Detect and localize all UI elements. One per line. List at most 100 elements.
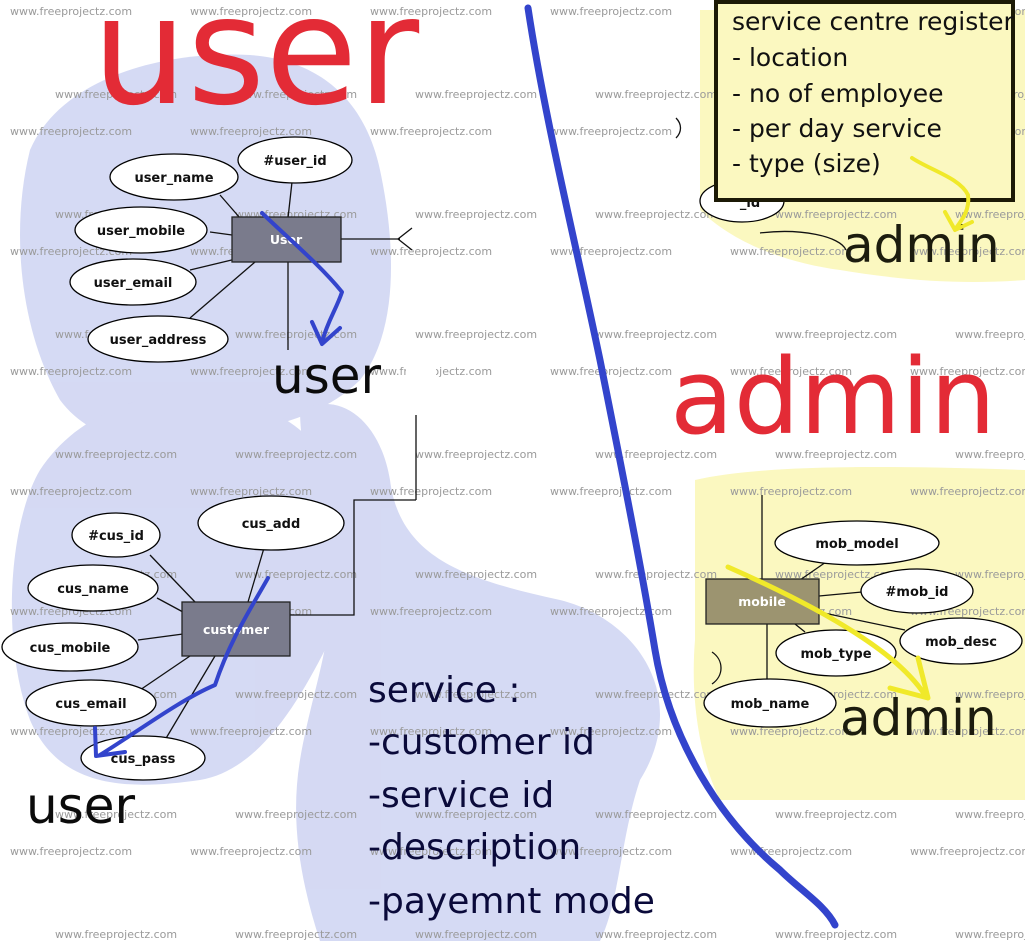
watermark-text: www.freeprojectz.com xyxy=(595,808,717,821)
watermark-text: www.freeprojectz.com xyxy=(370,725,492,738)
watermark-text: www.freeprojectz.com xyxy=(10,725,132,738)
watermark-text: www.freeprojectz.com xyxy=(190,365,312,378)
watermark-text: www.freeprojectz.com xyxy=(190,485,312,498)
service-centre-note: service centre register - location - no … xyxy=(714,0,1015,202)
attr-mob-id-label: #mob_id xyxy=(886,585,949,600)
note-line: - per day service xyxy=(732,114,942,143)
customer-entity xyxy=(181,601,291,657)
watermark-text: www.freeprojectz.com xyxy=(190,845,312,858)
attr-user-email-label: user_email xyxy=(94,276,173,291)
attr-mob-desc xyxy=(899,617,1023,665)
attr-cus-mobile-label: cus_mobile xyxy=(30,641,111,656)
watermark-text: www.freeprojectz.com xyxy=(595,328,717,341)
watermark-text: www.freeprojectz.com xyxy=(595,208,717,221)
watermark-text: www.freeprojectz.com xyxy=(10,485,132,498)
watermark-text: www.freeprojectz.com xyxy=(595,88,717,101)
watermark-text: www.freeprojectz.com xyxy=(775,808,897,821)
watermark-text: www.freeprojectz.com xyxy=(775,448,897,461)
attr-mob-name xyxy=(703,678,837,728)
admin-title: admin xyxy=(670,336,996,458)
service-line: -customer id xyxy=(368,722,595,763)
watermark-text: www.freeprojectz.com xyxy=(10,845,132,858)
watermark-text: www.freeprojectz.com xyxy=(415,448,537,461)
attr-cus-id xyxy=(71,512,161,558)
watermark-text: www.freeprojectz.com xyxy=(775,208,897,221)
watermark-text: www.freeprojectz.com xyxy=(955,808,1025,821)
edge xyxy=(156,597,184,613)
watermark-text: www.freeprojectz.com xyxy=(190,5,312,18)
attr-cus-email xyxy=(25,679,157,727)
watermark-text: www.freeprojectz.com xyxy=(235,688,357,701)
watermark-text: www.freeprojectz.com xyxy=(55,928,177,941)
yellow-arrow-stroke xyxy=(725,564,931,701)
edge xyxy=(794,623,806,633)
user-entity xyxy=(231,216,342,263)
watermark-text: www.freeprojectz.com xyxy=(190,125,312,138)
watermark-text: www.freeprojectz.com xyxy=(415,88,537,101)
service-centre-box xyxy=(714,0,1015,202)
watermark-text: www.freeprojectz.com xyxy=(910,845,1025,858)
attr-cus-add xyxy=(197,495,345,551)
note-line: service centre register xyxy=(732,7,1014,36)
watermark-text: www.freeprojectz.com xyxy=(415,208,537,221)
watermark-text: www.freeprojectz.com xyxy=(550,125,672,138)
watermark-text: www.freeprojectz.com xyxy=(550,245,672,258)
watermark-text: www.freeprojectz.com xyxy=(55,88,177,101)
partial-ellipse xyxy=(675,117,682,139)
attr-user-address-label: user_address xyxy=(110,333,207,348)
mobile-entity-label: mobile xyxy=(738,594,786,609)
watermark-text: www.freeprojectz.com xyxy=(235,568,357,581)
note-line: - location xyxy=(732,43,848,72)
attr-mob-name-label: mob_name xyxy=(731,697,810,712)
watermark-text: www.freeprojectz.com xyxy=(235,928,357,941)
user-handwritten-label: user xyxy=(272,347,382,405)
user-handwritten-label: user xyxy=(26,777,136,835)
edge xyxy=(818,591,863,597)
customer-entity-label: customer xyxy=(203,622,270,637)
watermark-text: www.freeprojectz.com xyxy=(910,485,1025,498)
user-entity-group: #user_id user_name user_mobile user_emai… xyxy=(69,136,413,363)
attr-cus-email-label: cus_email xyxy=(55,697,126,712)
note-line: - no of employee xyxy=(732,79,944,108)
watermark-text: www.freeprojectz.com xyxy=(235,448,357,461)
watermark-text: www.freeprojectz.com xyxy=(10,365,132,378)
attr-cus-name xyxy=(27,564,159,612)
watermark-text: www.freeprojectz.com xyxy=(730,845,852,858)
watermark-text: www.freeprojectz.com xyxy=(730,725,852,738)
watermark-text: www.freeprojectz.com xyxy=(10,125,132,138)
note-line: - type (size) xyxy=(732,149,881,178)
attr-mob-desc-label: mob_desc xyxy=(925,635,997,650)
watermark-text: www.freeprojectz.com xyxy=(415,688,537,701)
attr-cus-id-label: #cus_id xyxy=(88,529,144,544)
watermark-text: www.freeprojectz.com xyxy=(910,725,1025,738)
mobile-entity-group: mob_model #mob_id mob_desc mob_type mob_… xyxy=(703,495,1023,728)
watermark-text: www.freeprojectz.com xyxy=(370,125,492,138)
attr-user-address xyxy=(87,315,229,363)
watermark-text: www.freeprojectz.com xyxy=(370,485,492,498)
attr-cus-pass-label: cus_pass xyxy=(111,752,176,767)
watermark-text: www.freeprojectz.com xyxy=(370,605,492,618)
admin-handwritten-label: admin xyxy=(840,689,997,747)
attr-user-name xyxy=(109,153,239,201)
watermark-text: www.freeprojectz.com xyxy=(775,328,897,341)
blue-divider-stroke xyxy=(524,4,839,929)
attr-cus-name-label: cus_name xyxy=(57,582,129,597)
customer-entity-group: #cus_id cus_add cus_name cus_mobile cus_… xyxy=(1,415,417,781)
watermark-text: www.freeprojectz.com xyxy=(775,928,897,941)
watermark-text: www.freeprojectz.com xyxy=(55,448,177,461)
yellow-arrow-stroke xyxy=(910,156,974,232)
edge xyxy=(247,547,265,603)
attr-user-mobile-label: user_mobile xyxy=(97,224,185,239)
blue-arrow-stroke xyxy=(260,211,344,346)
attr-user-id-label: #user_id xyxy=(263,154,326,169)
attr-user-id xyxy=(237,136,353,184)
watermark-text: www.freeprojectz.com xyxy=(955,928,1025,941)
watermark-text: www.freeprojectz.com xyxy=(235,808,357,821)
watermark-text: www.freeprojectz.com xyxy=(415,328,537,341)
watermark-text: www.freeprojectz.com xyxy=(190,725,312,738)
watermark-text: www.freeprojectz.com xyxy=(235,88,357,101)
watermark-text: www.freeprojectz.com xyxy=(370,845,492,858)
watermark-text: www.freeprojectz.com xyxy=(775,568,897,581)
watermark-text: www.freeprojectz.com xyxy=(910,245,1025,258)
watermark-text: www.freeprojectz.com xyxy=(370,245,492,258)
